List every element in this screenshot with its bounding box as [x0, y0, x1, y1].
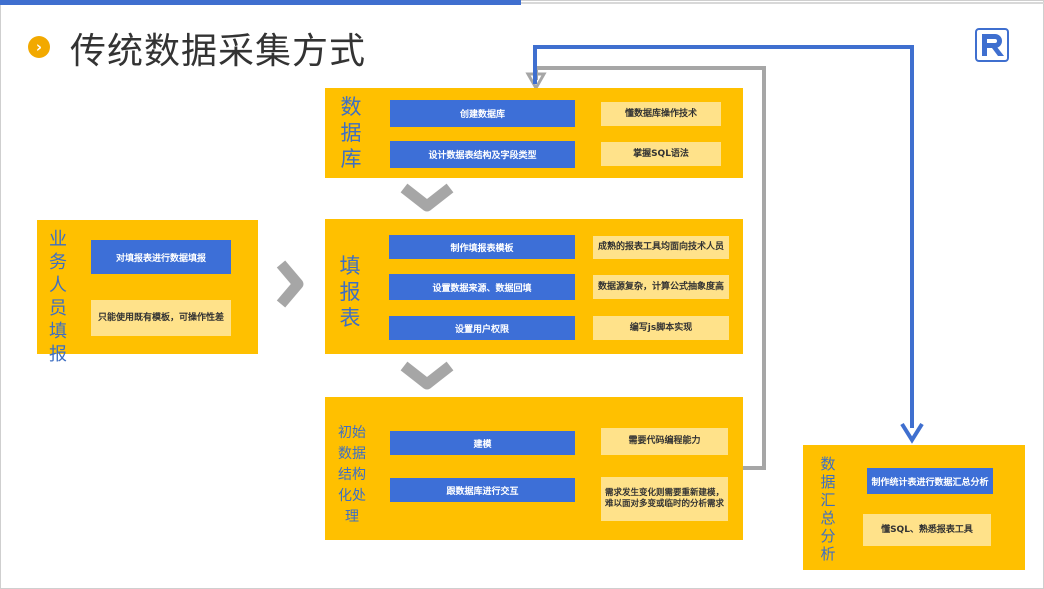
- task-box: 建模: [390, 431, 575, 455]
- panel-fill-report: 填报表 制作填报表模板 设置数据来源、数据回填 设置用户权限 成熟的报表工具均面…: [325, 219, 743, 354]
- task-box: 创建数据库: [390, 100, 575, 127]
- progress-track: [521, 2, 1044, 4]
- requirement-box: 成熟的报表工具均面向技术人员: [593, 236, 729, 259]
- r-logo-icon: [975, 28, 1009, 62]
- chevron-right-circle-icon: ›: [28, 36, 50, 58]
- requirement-box: 掌握SQL语法: [601, 142, 721, 166]
- panel-label: 数据库: [340, 95, 362, 171]
- task-box: 对填报表进行数据填报: [91, 240, 231, 274]
- panel-label: 业务人员填报: [49, 229, 67, 365]
- task-box: 跟数据库进行交互: [390, 478, 575, 502]
- requirement-box: 需求发生变化则需要重新建模，难以面对多变或临时的分析需求: [601, 477, 728, 521]
- panel-label: 初始数据结构化处理: [338, 425, 366, 525]
- requirement-box: 编写js脚本实现: [593, 316, 729, 340]
- requirement-box: 懂SQL、熟悉报表工具: [863, 514, 991, 546]
- task-box: 设置数据来源、数据回填: [389, 274, 575, 300]
- requirement-box: 需要代码编程能力: [601, 428, 728, 455]
- task-box: 设置用户权限: [389, 316, 575, 340]
- requirement-box: 数据源复杂，计算公式抽象度高: [593, 275, 729, 299]
- panel-business-fill: 业务人员填报 对填报表进行数据填报 只能使用既有模板，可操作性差: [37, 220, 258, 365]
- panel-label: 填报表: [339, 254, 361, 330]
- task-box: 制作填报表模板: [389, 235, 575, 259]
- progress-bar: [0, 0, 521, 5]
- panel-summary: 数据汇总分析 制作统计表进行数据汇总分析 懂SQL、熟悉报表工具: [803, 445, 1025, 570]
- requirement-box: 只能使用既有模板，可操作性差: [91, 300, 231, 336]
- page-title: 传统数据采集方式: [70, 31, 367, 72]
- panel-label: 数据汇总分析: [820, 455, 836, 563]
- task-box: 制作统计表进行数据汇总分析: [867, 468, 993, 494]
- requirement-box: 懂数据库操作技术: [601, 102, 721, 126]
- panel-database: 数据库 创建数据库 设计数据表结构及字段类型 懂数据库操作技术 掌握SQL语法: [325, 88, 743, 178]
- task-box: 设计数据表结构及字段类型: [390, 141, 575, 168]
- panel-init-structure: 初始数据结构化处理 建模 跟数据库进行交互 需要代码编程能力 需求发生变化则需要…: [325, 397, 743, 540]
